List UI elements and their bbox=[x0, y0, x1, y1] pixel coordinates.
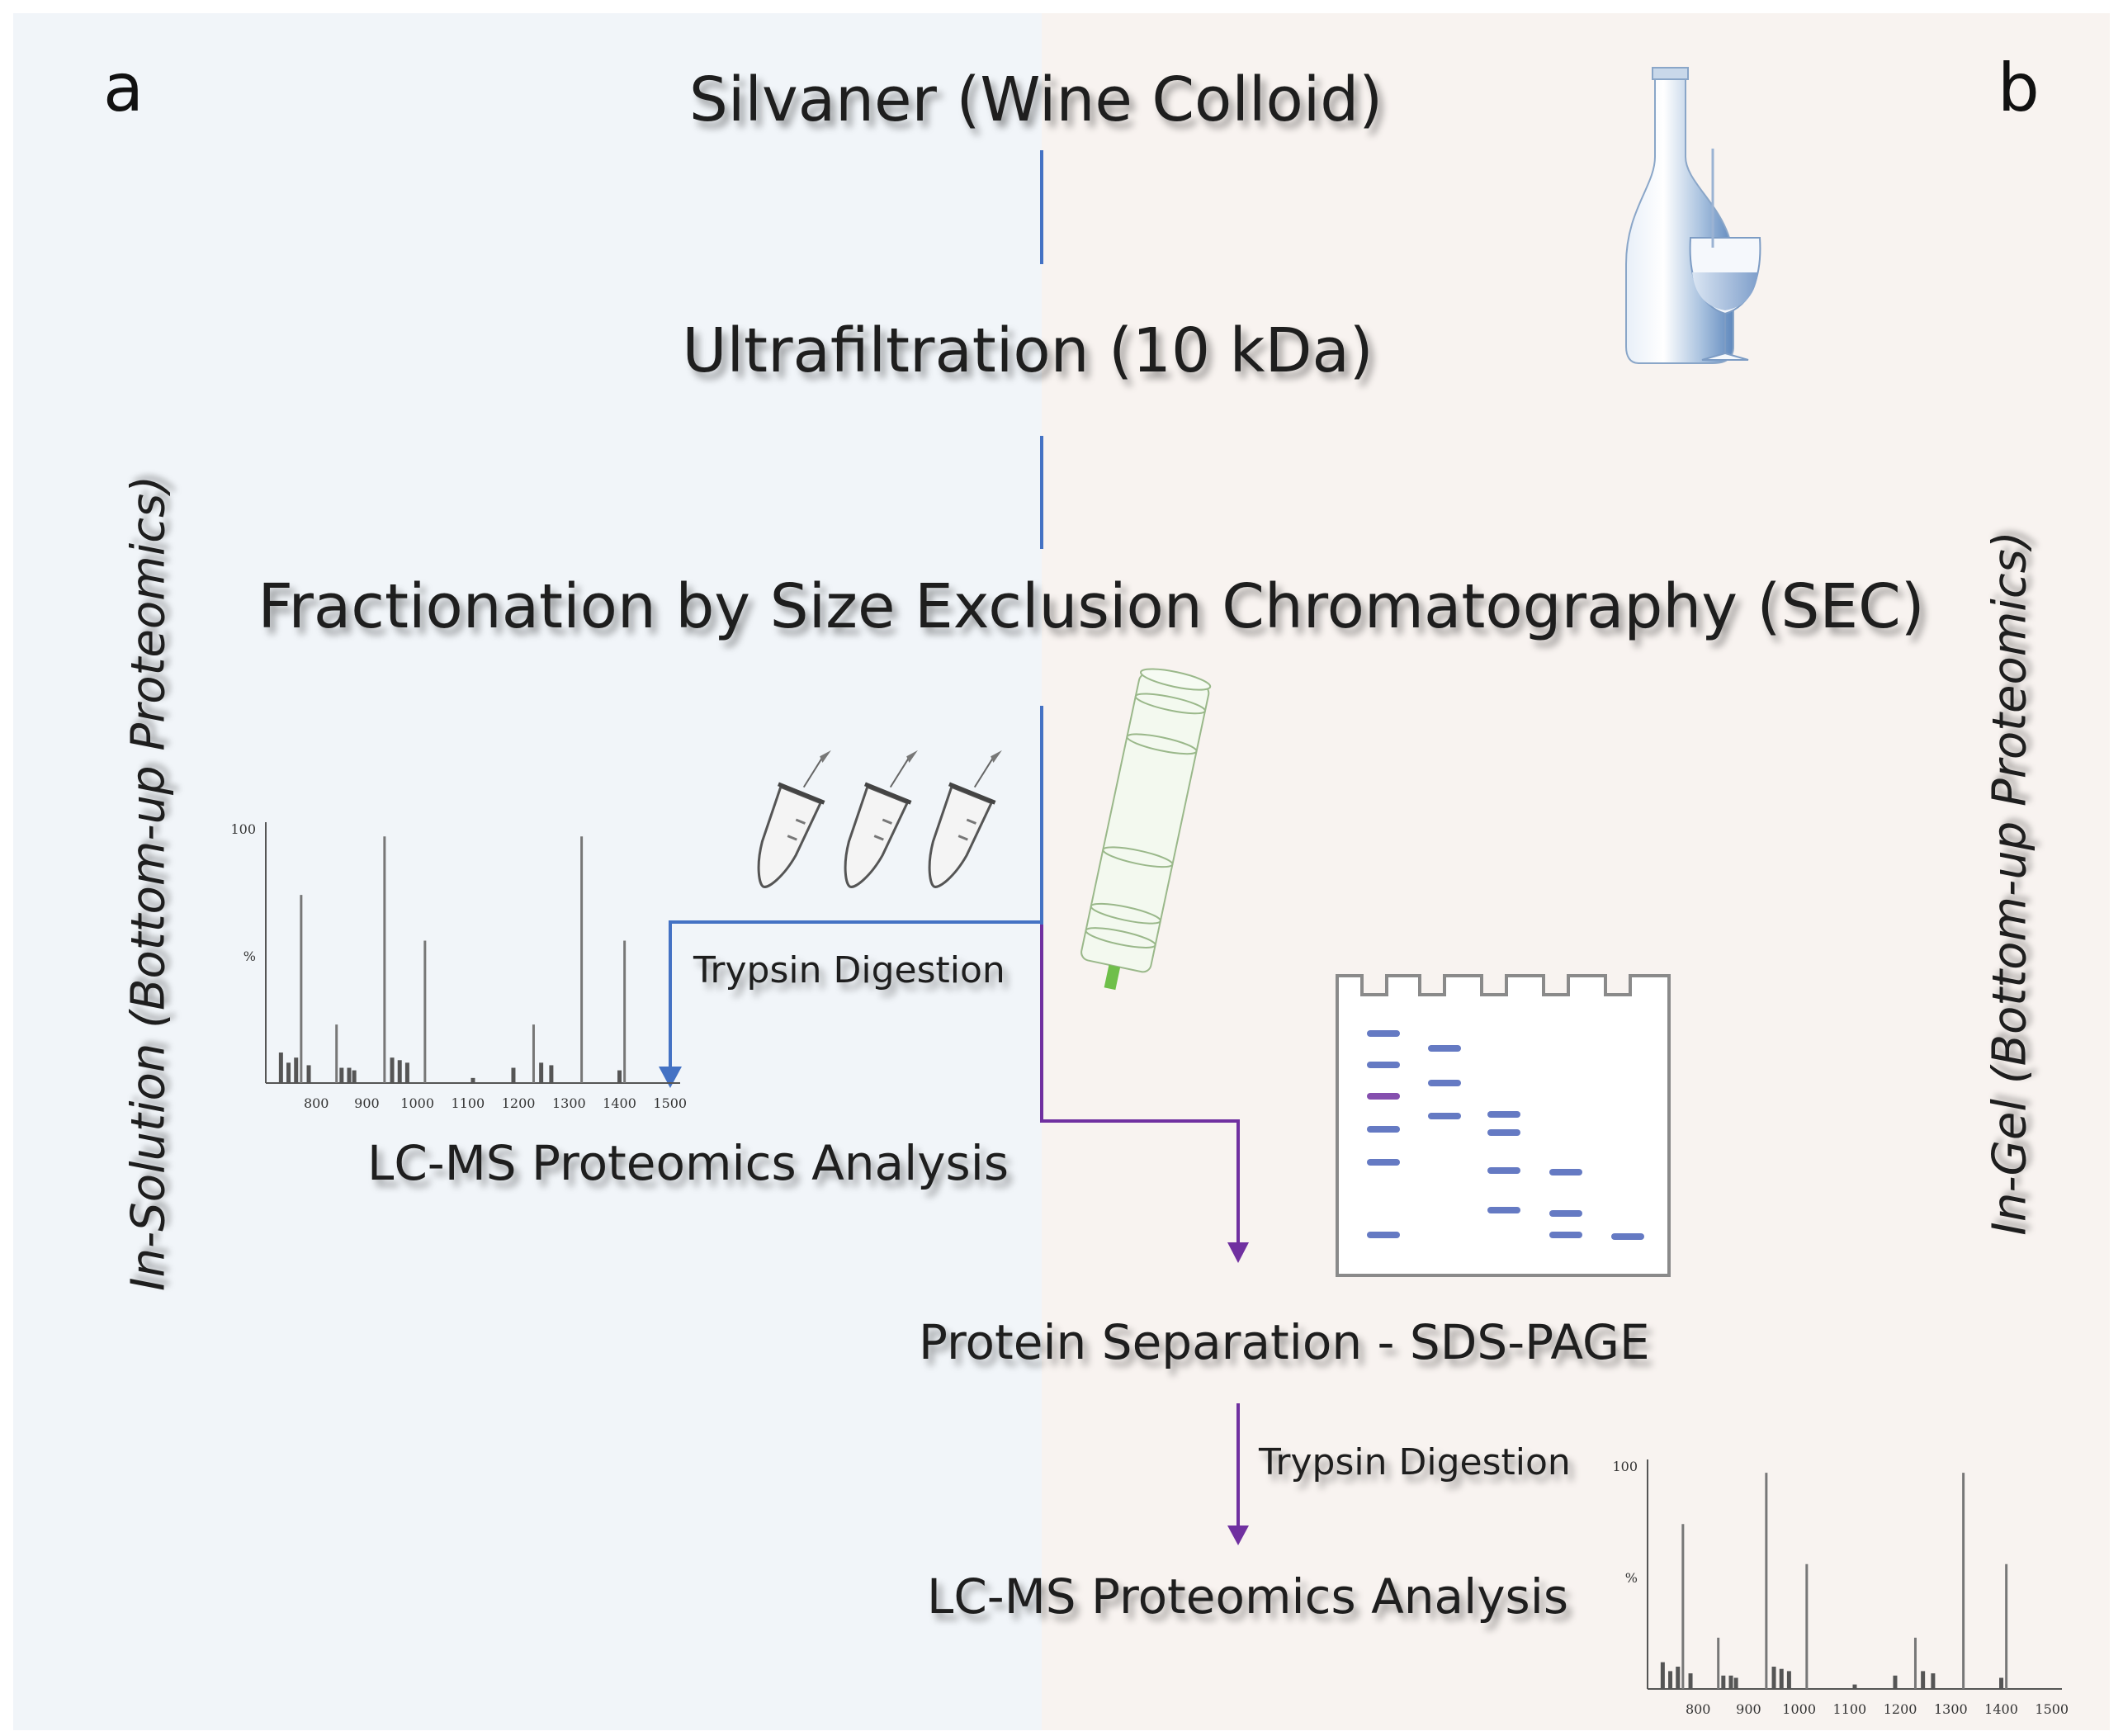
side-label-in-solution: In-Solution (Bottom-up Proteomics) bbox=[121, 475, 176, 1292]
sample-tube-icon bbox=[844, 750, 918, 888]
step-lcms-right: LC-MS Proteomics Analysis bbox=[927, 1568, 1569, 1625]
spectrum-y-label-100: 100 bbox=[230, 821, 256, 837]
purple-arrowhead-2 bbox=[1227, 1526, 1249, 1545]
step-fractionation: Fractionation by Size Exclusion Chromato… bbox=[258, 571, 1925, 642]
spectrum-x-tick-1500: 1500 bbox=[653, 1095, 687, 1111]
purple-flow-arrow bbox=[1040, 925, 1240, 1246]
gel-band bbox=[1428, 1080, 1461, 1086]
gel-band bbox=[1487, 1111, 1520, 1118]
panel-label-a: a bbox=[103, 50, 144, 126]
panel-b-background bbox=[1042, 13, 2110, 1730]
spectrum-x-tick-1400: 1400 bbox=[1984, 1701, 2018, 1717]
gel-band bbox=[1367, 1093, 1400, 1100]
step-lcms-left: LC-MS Proteomics Analysis bbox=[367, 1135, 1009, 1191]
sample-tube-icon bbox=[757, 750, 831, 888]
spectrum-x-tick-900: 900 bbox=[1736, 1701, 1761, 1717]
sample-tube-icon bbox=[928, 750, 1002, 888]
spectrum-x-tick-900: 900 bbox=[354, 1095, 380, 1111]
side-label-in-gel: In-Gel (Bottom-up Proteomics) bbox=[1983, 531, 2037, 1236]
sec-column-icon bbox=[1080, 668, 1212, 991]
spectrum-x-tick-1300: 1300 bbox=[552, 1095, 586, 1111]
spectrum-x-tick-800: 800 bbox=[304, 1095, 329, 1111]
spectrum-y-label-pct: % bbox=[1625, 1570, 1638, 1586]
spectrum-x-tick-1500: 1500 bbox=[2035, 1701, 2069, 1717]
spectrum-x-tick-1400: 1400 bbox=[603, 1095, 636, 1111]
wine-bottle-glass-icon bbox=[1625, 67, 1761, 364]
spectrum-y-label-100: 100 bbox=[1612, 1459, 1638, 1474]
gel-band bbox=[1367, 1232, 1400, 1238]
purple-arrowhead-1 bbox=[1227, 1242, 1249, 1263]
step-sds-page: Protein Separation - SDS-PAGE bbox=[919, 1314, 1650, 1370]
spectrum-y-label-pct: % bbox=[244, 948, 256, 964]
gel-band bbox=[1611, 1233, 1644, 1240]
gel-band bbox=[1487, 1129, 1520, 1136]
spectrum-x-tick-1200: 1200 bbox=[502, 1095, 536, 1111]
gel-band bbox=[1367, 1159, 1400, 1166]
gel-band bbox=[1367, 1126, 1400, 1133]
label-trypsin-right: Trypsin Digestion bbox=[1259, 1441, 1571, 1483]
step-ultrafiltration: Ultrafiltration (10 kDa) bbox=[682, 315, 1374, 386]
gel-band bbox=[1549, 1169, 1582, 1175]
spectrum-x-tick-1300: 1300 bbox=[1934, 1701, 1968, 1717]
sds-page-gel-icon bbox=[1336, 974, 1671, 1277]
ms-spectrum-right: 100% 800 900 1000 1100 1200 1300 1400 1500 bbox=[1612, 1459, 2069, 1717]
gel-band bbox=[1428, 1045, 1461, 1052]
panel-label-b: b bbox=[1998, 50, 2040, 126]
spectrum-x-tick-1000: 1000 bbox=[1782, 1701, 1816, 1717]
spectrum-x-tick-1100: 1100 bbox=[1833, 1701, 1867, 1717]
spectrum-x-tick-1100: 1100 bbox=[452, 1095, 485, 1111]
gel-band bbox=[1487, 1207, 1520, 1213]
step-title: Silvaner (Wine Colloid) bbox=[688, 64, 1383, 135]
gel-band bbox=[1549, 1232, 1582, 1238]
spectrum-x-tick-1200: 1200 bbox=[1884, 1701, 1917, 1717]
gel-band bbox=[1367, 1062, 1400, 1068]
spectrum-x-tick-800: 800 bbox=[1686, 1701, 1711, 1717]
blue-flow-arrow bbox=[669, 920, 1042, 1073]
gel-band bbox=[1428, 1113, 1461, 1119]
gel-band bbox=[1549, 1210, 1582, 1217]
gel-band bbox=[1367, 1030, 1400, 1037]
blue-arrowhead bbox=[659, 1067, 682, 1088]
gel-band bbox=[1487, 1167, 1520, 1174]
spectrum-x-tick-1000: 1000 bbox=[400, 1095, 434, 1111]
label-trypsin-left: Trypsin Digestion bbox=[693, 949, 1005, 991]
ms-spectrum-left: 100% 800 900 1000 1100 1200 1300 1400 1500 bbox=[230, 821, 687, 1111]
